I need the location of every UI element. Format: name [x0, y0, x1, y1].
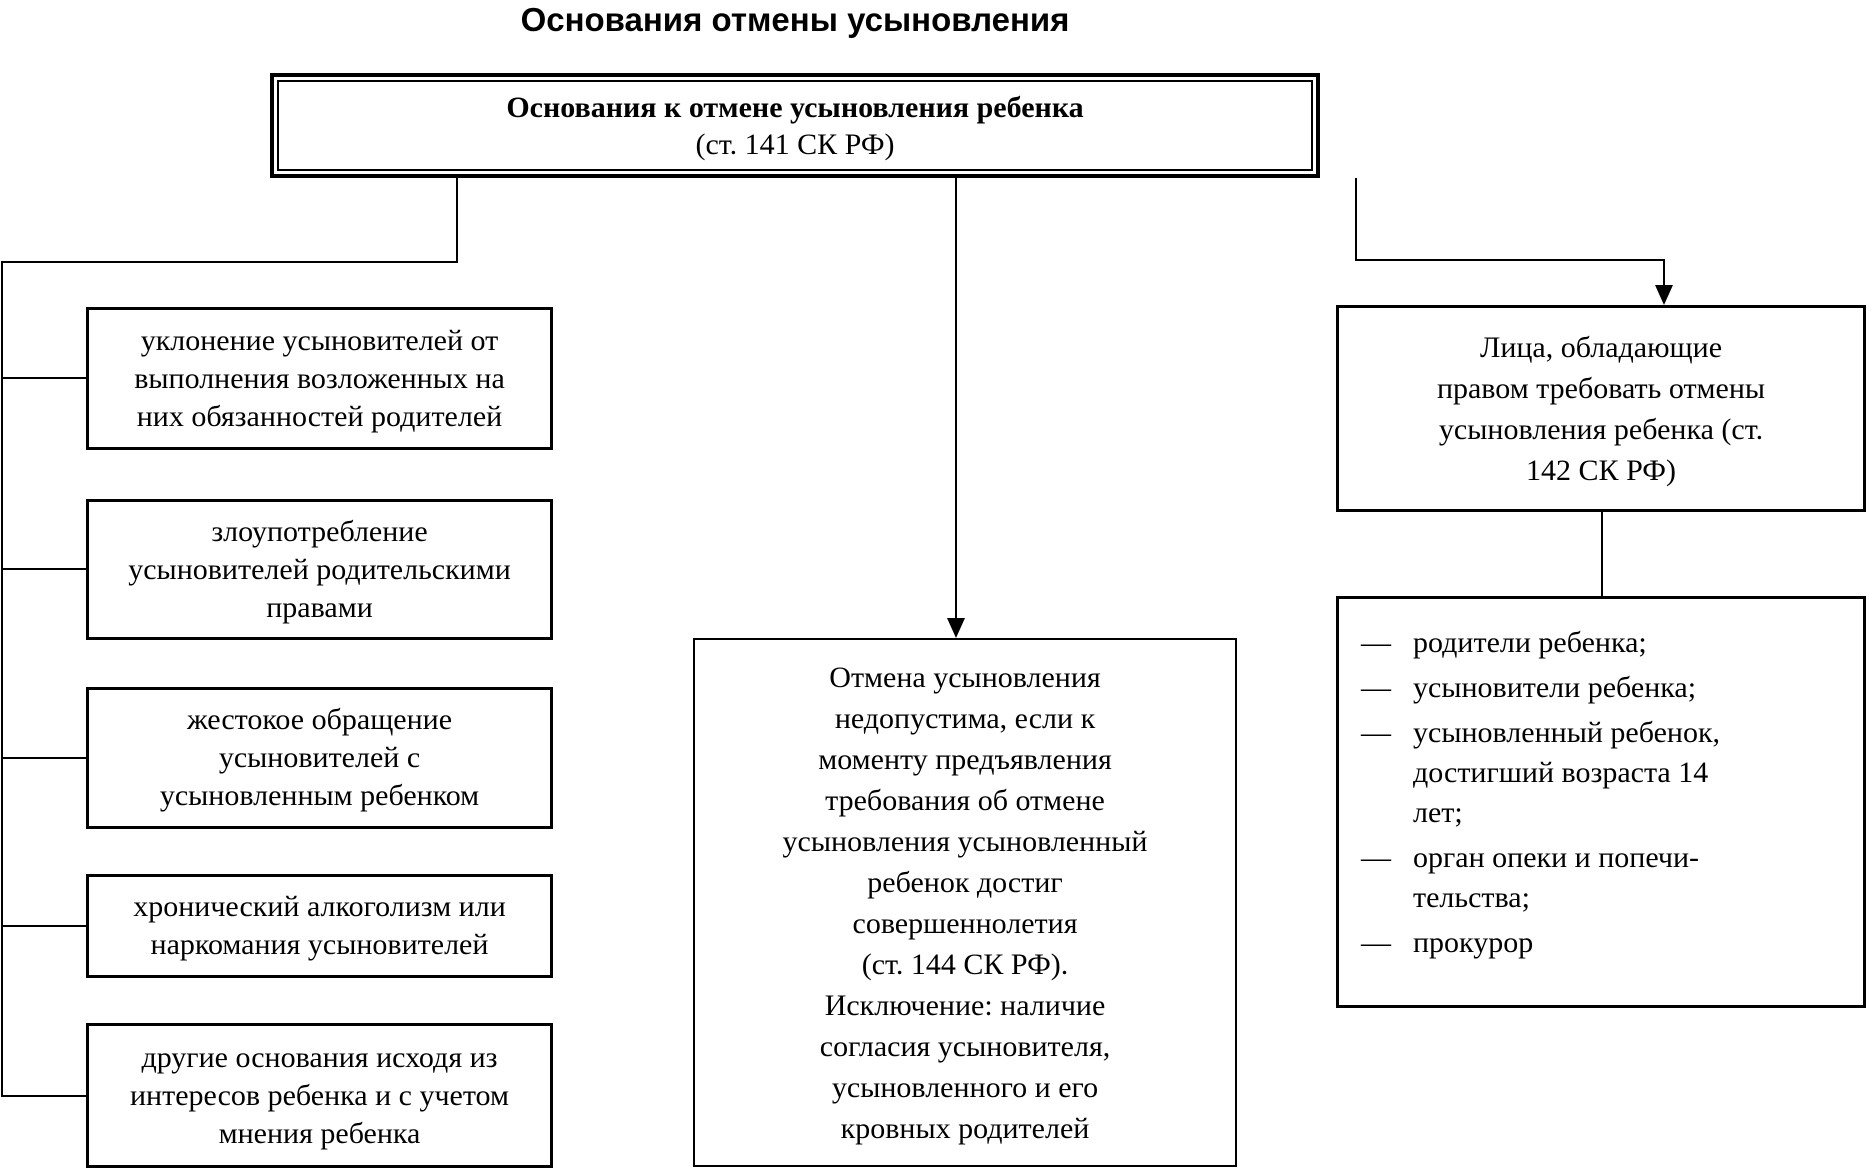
cause-box-abuse-of-rights: злоупотребление усыновителей родительски… — [86, 499, 553, 640]
list-item: — орган опеки и попечи- тельства; — [1361, 838, 1853, 918]
connector-stub-4 — [1, 925, 86, 927]
list-item-text: прокурор — [1413, 926, 1534, 959]
root-box: Основания к отмене усыновления ребенка (… — [270, 73, 1320, 178]
connector-right-drop — [1355, 178, 1357, 261]
connector-stub-3 — [1, 757, 86, 759]
dash-marker: — — [1361, 926, 1391, 959]
connector-stub-5 — [1, 1095, 86, 1097]
root-box-article: (ст. 141 СК РФ) — [695, 127, 895, 161]
root-box-inner: Основания к отмене усыновления ребенка (… — [277, 80, 1313, 171]
cause-box-evasion: уклонение усыновителей от выполнения воз… — [86, 307, 553, 450]
arrow-down-icon — [947, 618, 965, 638]
root-box-heading: Основания к отмене усыновления ребенка — [506, 90, 1084, 124]
cause-box-alcoholism-text: хронический алкоголизм или наркомания ус… — [133, 890, 506, 961]
dash-marker: — — [1361, 841, 1391, 874]
inadmissibility-note-box: Отмена усыновления недопустима, если к м… — [693, 638, 1237, 1167]
connector-stub-2 — [1, 568, 86, 570]
dash-marker: — — [1361, 671, 1391, 704]
connector-left-horizontal — [1, 261, 458, 263]
cause-box-cruel-treatment-text: жестокое обращение усыновителей с усынов… — [159, 703, 480, 812]
dash-marker: — — [1361, 716, 1391, 749]
list-item: — родители ребенка; — [1361, 623, 1853, 663]
diagram-title: Основания отмены усыновления — [520, 1, 1070, 38]
cause-box-cruel-treatment: жестокое обращение усыновителей с усынов… — [86, 687, 553, 829]
cause-box-alcoholism: хронический алкоголизм или наркомания ус… — [86, 874, 553, 978]
list-item-text: орган опеки и попечи- тельства; — [1413, 841, 1700, 914]
arrow-down-icon — [1655, 285, 1673, 305]
cause-box-other-grounds-text: другие основания исходя из интересов реб… — [130, 1040, 509, 1150]
list-item-text: усыновители ребенка; — [1413, 671, 1697, 704]
list-item: — прокурор — [1361, 923, 1853, 963]
connector-middle-drop — [955, 178, 957, 620]
list-item: — усыновленный ребенок, достигший возрас… — [1361, 713, 1853, 833]
list-item: — усыновители ребенка; — [1361, 668, 1853, 708]
list-item-text: усыновленный ребенок, достигший возраста… — [1413, 716, 1721, 829]
connector-right-drop2 — [1663, 259, 1665, 287]
list-item-text: родители ребенка; — [1413, 626, 1647, 659]
cause-box-abuse-of-rights-text: злоупотребление усыновителей родительски… — [128, 514, 511, 624]
connector-left-drop — [456, 178, 458, 263]
entitled-persons-list-box: — родители ребенка; — усыновители ребенк… — [1336, 596, 1866, 1008]
connector-right-inner — [1601, 512, 1603, 596]
connector-left-spine — [1, 261, 3, 1097]
connector-stub-1 — [1, 377, 86, 379]
connector-right-horizontal — [1355, 259, 1665, 261]
dash-marker: — — [1361, 626, 1391, 659]
cause-box-other-grounds: другие основания исходя из интересов реб… — [86, 1023, 553, 1168]
cause-box-evasion-text: уклонение усыновителей от выполнения воз… — [134, 323, 505, 433]
inadmissibility-note-text: Отмена усыновления недопустима, если к м… — [782, 660, 1148, 1145]
entitled-persons-box: Лица, обладающие правом требовать отмены… — [1336, 305, 1866, 512]
entitled-persons-text: Лица, обладающие правом требовать отмены… — [1436, 330, 1766, 487]
